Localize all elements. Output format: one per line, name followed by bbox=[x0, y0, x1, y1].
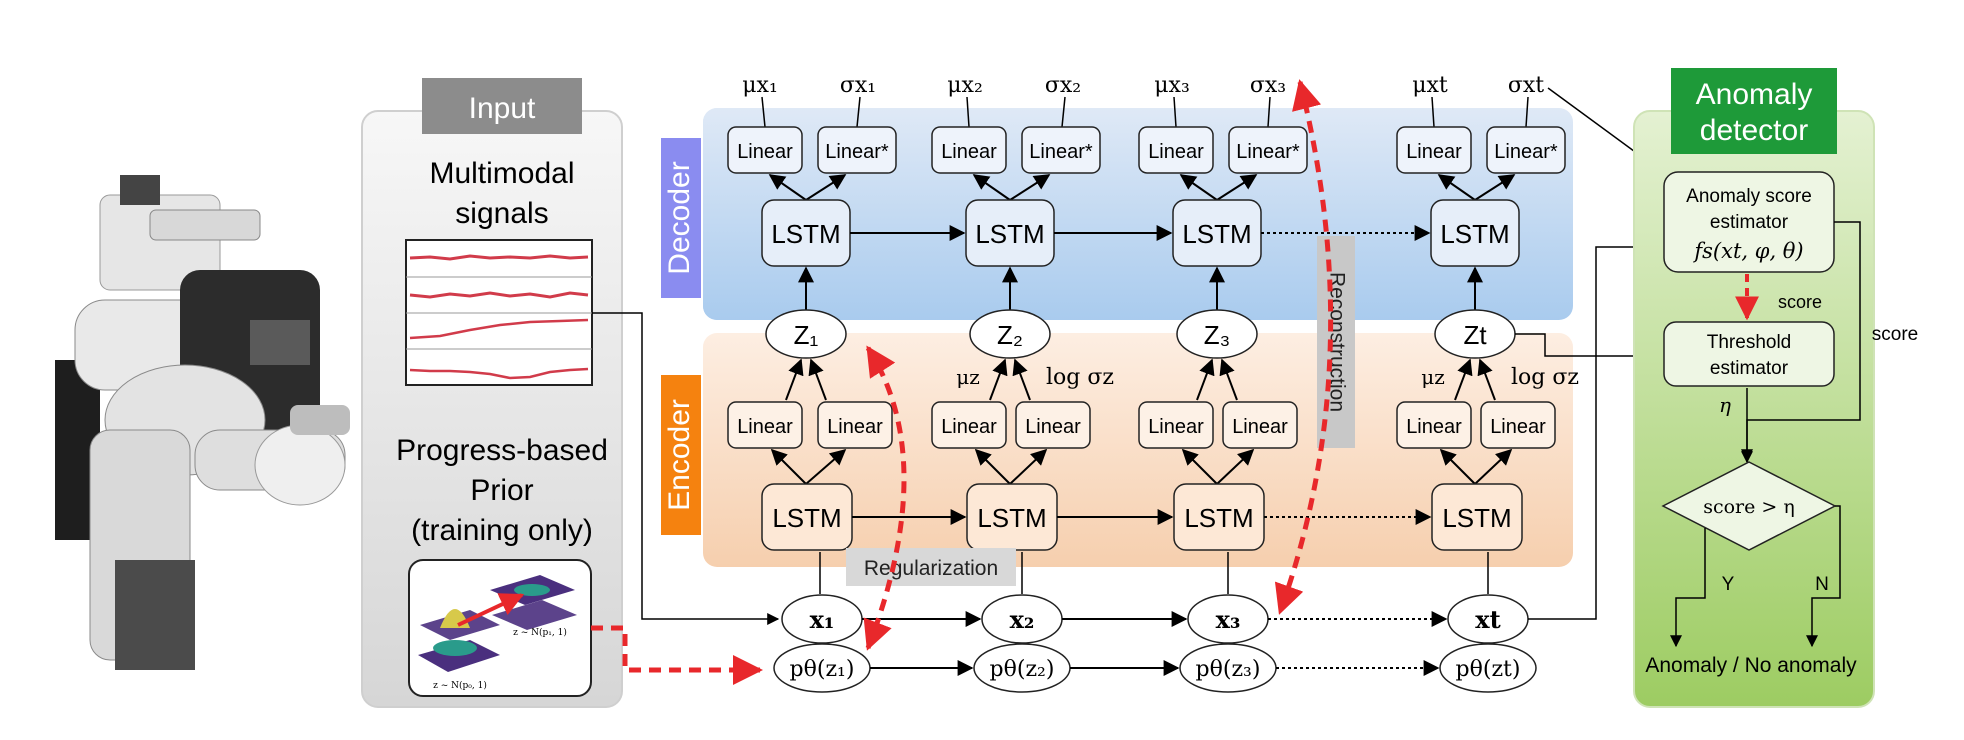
score-label-outer: score bbox=[1872, 324, 1918, 345]
decoder-linear-star-1: Linear* bbox=[825, 141, 889, 163]
latent-mu-label-2: μz bbox=[956, 365, 980, 389]
dashed-annotation-arrows bbox=[591, 79, 1334, 685]
yes-label: Y bbox=[1722, 574, 1735, 595]
decoder-mu-2: μx₂ bbox=[947, 73, 983, 98]
score-estimator-line2: estimator bbox=[1710, 212, 1789, 233]
column-t: μxt σxt Linear Linear* LSTM Zt μz log σz… bbox=[1396, 73, 1579, 693]
column-1: μx₁ σx₁ Linear Linear* LSTM Z₁ Linear Li… bbox=[727, 73, 897, 693]
decision-label: score > η bbox=[1703, 496, 1795, 518]
yes-branch bbox=[1670, 528, 1706, 648]
signals-title-line1: Multimodal bbox=[429, 157, 574, 190]
encoder-linear-2b: Linear bbox=[1025, 416, 1081, 438]
input-x-3: x₃ bbox=[1216, 605, 1241, 634]
input-x-1: x₁ bbox=[810, 605, 835, 634]
encoder-linear-ta: Linear bbox=[1406, 416, 1462, 438]
decoder-lstm-2: LSTM bbox=[975, 219, 1044, 249]
score-estimator-formula: fs(xt, φ, θ) bbox=[1692, 239, 1803, 263]
encoder-linear-1b: Linear bbox=[827, 416, 883, 438]
encoder-linear-3b: Linear bbox=[1232, 416, 1288, 438]
signals-title-line2: signals bbox=[455, 197, 548, 230]
input-title: Input bbox=[469, 92, 536, 125]
latent-z-t: Zt bbox=[1463, 320, 1487, 350]
prior-distribution-image: z ~ N(p₁, 1) z ~ N(p₀, 1) bbox=[408, 559, 592, 697]
robot-image bbox=[55, 110, 350, 670]
decoder-lstm-1: LSTM bbox=[771, 219, 840, 249]
decoder-linear-2: Linear bbox=[941, 141, 997, 163]
prior-p-1: pθ(z₁) bbox=[790, 657, 855, 682]
decoder-lstm-t: LSTM bbox=[1440, 219, 1509, 249]
decoder-linear-1: Linear bbox=[737, 141, 793, 163]
latent-z-2: Z₂ bbox=[997, 320, 1023, 350]
no-branch bbox=[1806, 505, 1841, 648]
detector-title-line2: detector bbox=[1700, 114, 1808, 147]
decoder-linear-star-2: Linear* bbox=[1029, 141, 1093, 163]
decoder-linear-t: Linear bbox=[1406, 141, 1462, 163]
latent-logsigma-label-t: log σz bbox=[1511, 365, 1579, 390]
signals-plot bbox=[405, 239, 593, 386]
prior-p-2: pθ(z₂) bbox=[990, 657, 1055, 682]
decoder-linear-star-t: Linear* bbox=[1494, 141, 1558, 163]
score-label-inner: score bbox=[1778, 292, 1822, 312]
encoder-lstm-t: LSTM bbox=[1442, 503, 1511, 533]
eta-label: η bbox=[1719, 393, 1731, 417]
encoder-linear-tb: Linear bbox=[1490, 416, 1546, 438]
decoder-mu-3: μx₃ bbox=[1154, 73, 1190, 98]
encoder-lstm-2: LSTM bbox=[977, 503, 1046, 533]
prior-equation-1: z ~ N(p₁, 1) bbox=[513, 627, 567, 638]
prior-title-line1: Progress-based bbox=[396, 434, 608, 467]
score-estimator-line1: Anomaly score bbox=[1686, 186, 1812, 207]
threshold-line2: estimator bbox=[1710, 358, 1789, 379]
decoder-sigma-2: σx₂ bbox=[1045, 73, 1081, 98]
prior-p-t: pθ(zt) bbox=[1456, 657, 1521, 682]
encoder-lstm-1: LSTM bbox=[772, 503, 841, 533]
input-title-bg bbox=[422, 78, 582, 134]
encoder-lstm-3: LSTM bbox=[1184, 503, 1253, 533]
prior-equation-2: z ~ N(p₀, 1) bbox=[433, 680, 487, 691]
no-label: N bbox=[1815, 574, 1829, 595]
latent-z-3: Z₃ bbox=[1204, 320, 1230, 350]
decoder-label-bg bbox=[661, 138, 701, 298]
reconstruction-label-bg bbox=[1317, 236, 1355, 448]
column-2: μx₂ σx₂ Linear Linear* LSTM Z₂ μz log σz… bbox=[931, 73, 1114, 693]
latent-logsigma-label-2: log σz bbox=[1046, 365, 1114, 390]
input-x-2: x₂ bbox=[1010, 605, 1035, 634]
decoder-linear-3: Linear bbox=[1148, 141, 1204, 163]
decision-diamond bbox=[1661, 461, 1837, 551]
decoder-lstm-3: LSTM bbox=[1182, 219, 1251, 249]
latent-z-1: Z₁ bbox=[794, 320, 819, 350]
encoder-linear-2a: Linear bbox=[941, 416, 997, 438]
decoder-linear-star-3: Linear* bbox=[1236, 141, 1300, 163]
result-label: Anomaly / No anomaly bbox=[1645, 654, 1857, 677]
latent-mu-label-t: μz bbox=[1421, 365, 1445, 389]
prior-title-line3: (training only) bbox=[411, 514, 593, 547]
decoder-sigma-t: σxt bbox=[1508, 73, 1544, 98]
encoder-band bbox=[703, 333, 1573, 567]
encoder-label: Encoder bbox=[663, 399, 696, 511]
detector-title-line1: Anomaly bbox=[1696, 78, 1813, 111]
threshold-estimator-box bbox=[1663, 321, 1835, 387]
decoder-label: Decoder bbox=[663, 161, 696, 274]
threshold-line1: Threshold bbox=[1707, 332, 1792, 353]
detector-title-bg bbox=[1671, 68, 1837, 154]
prior-title-line2: Prior bbox=[470, 474, 533, 507]
decoder-mu-1: μx₁ bbox=[742, 73, 778, 98]
encoder-linear-1a: Linear bbox=[737, 416, 793, 438]
input-x-t: xt bbox=[1475, 605, 1500, 634]
encoder-label-bg bbox=[661, 375, 701, 535]
encoder-linear-3a: Linear bbox=[1148, 416, 1204, 438]
decoder-sigma-1: σx₁ bbox=[840, 73, 876, 98]
decoder-band-full bbox=[703, 108, 1573, 320]
regularization-label: Regularization bbox=[864, 557, 998, 580]
prior-p-3: pθ(z₃) bbox=[1196, 657, 1261, 682]
decoder-sigma-3: σx₃ bbox=[1250, 73, 1286, 98]
decoder-mu-t: μxt bbox=[1412, 73, 1448, 98]
